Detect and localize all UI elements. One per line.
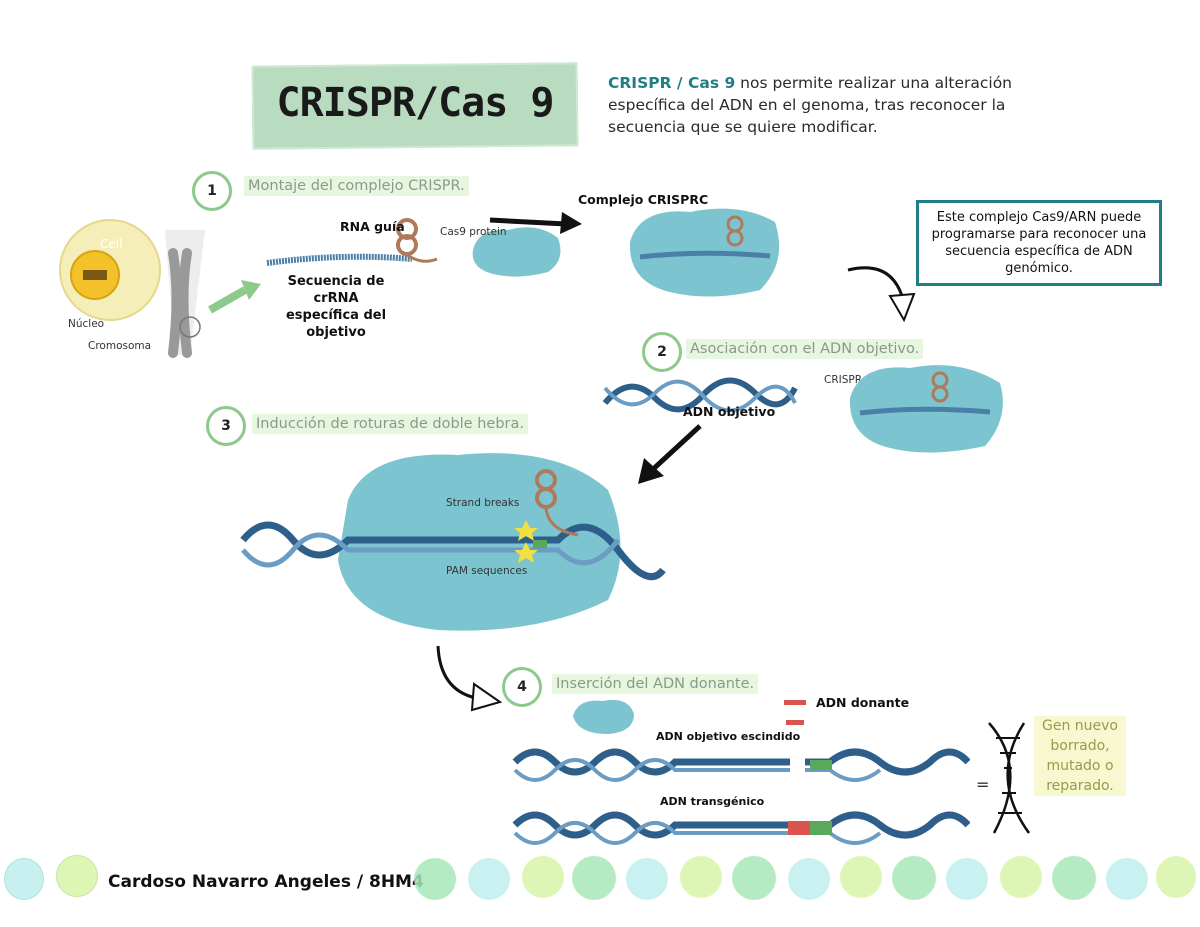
footer-dot bbox=[572, 856, 616, 900]
crispr-complex-illustration bbox=[629, 208, 780, 297]
step-4-label: Inserción del ADN donante. bbox=[552, 674, 759, 694]
intro-paragraph: CRISPR / Cas 9 nos permite realizar una … bbox=[608, 72, 1028, 138]
cas9-protein-illustration bbox=[472, 227, 561, 277]
cell-diagram bbox=[59, 219, 205, 358]
chromosome-shape bbox=[168, 248, 192, 358]
cleaved-dna-illustration bbox=[512, 748, 970, 782]
footer-dot bbox=[732, 856, 776, 900]
guide-sequence-label: Secuencia de crRNA específica del objeti… bbox=[285, 274, 387, 340]
footer-dot bbox=[4, 858, 44, 900]
intro-text: nos permite realizar una alteración espe… bbox=[608, 74, 1013, 136]
small-complex-illustration bbox=[573, 699, 634, 734]
footer-dot bbox=[946, 858, 988, 900]
target-dna-label: ADN objetivo bbox=[683, 404, 776, 419]
intro-highlight: CRISPR / Cas 9 bbox=[608, 74, 736, 92]
footer-dot bbox=[680, 856, 722, 898]
arrow-down-left-icon bbox=[638, 424, 702, 484]
step-3-label: Inducción de roturas de doble hebra. bbox=[252, 414, 528, 434]
footer-dot bbox=[1156, 856, 1196, 898]
footer-dot bbox=[414, 858, 456, 900]
chromosome-cluster bbox=[83, 270, 107, 280]
footer-dot bbox=[788, 858, 830, 900]
cell-label: Cell bbox=[100, 237, 123, 251]
chromosome-label: Cromosoma bbox=[88, 340, 152, 352]
pam-label: PAM sequences bbox=[446, 565, 528, 577]
rna-guide-label: RNA guía bbox=[340, 219, 405, 234]
donor-dna-icon bbox=[784, 700, 806, 725]
footer-dot bbox=[1000, 856, 1042, 898]
footer-dot bbox=[1106, 858, 1148, 900]
equals-sign: = bbox=[976, 775, 990, 794]
green-arrow-icon bbox=[208, 280, 261, 314]
crispr-complex-2-illustration bbox=[849, 365, 1003, 453]
step-1-label: Montaje del complejo CRISPR. bbox=[244, 176, 469, 196]
footer-dot bbox=[626, 858, 668, 900]
footer-dot bbox=[56, 855, 98, 897]
nucleus-label: Núcleo bbox=[68, 318, 105, 330]
strand-break-illustration bbox=[240, 453, 666, 631]
curved-arrow-down-icon bbox=[436, 645, 503, 712]
arrow-right-icon bbox=[489, 212, 582, 234]
step-2-number: 2 bbox=[642, 332, 682, 372]
info-box: Este complejo Cas9/ARN puede programarse… bbox=[916, 200, 1162, 286]
cas9-protein-label: Cas9 protein bbox=[440, 226, 507, 238]
donor-dna-label: ADN donante bbox=[816, 695, 910, 710]
target-dna-illustration bbox=[602, 377, 798, 413]
footer-dot bbox=[522, 856, 564, 898]
step-1-number: 1 bbox=[192, 171, 232, 211]
footer-dot bbox=[1052, 856, 1096, 900]
rna-guide-illustration bbox=[266, 218, 438, 266]
footer-dot bbox=[892, 856, 936, 900]
footer-dot bbox=[840, 856, 882, 898]
gene-note: Gen nuevo borrado, mutado o reparado. bbox=[1034, 716, 1126, 796]
gene-dna-icon bbox=[988, 722, 1031, 834]
page-title: CRISPR/Cas 9 bbox=[276, 80, 555, 126]
footer-dot bbox=[468, 858, 510, 900]
transgenic-dna-label: ADN transgénico bbox=[660, 795, 765, 808]
complex-label: Complejo CRISPRC bbox=[578, 192, 709, 207]
author-name: Cardoso Navarro Angeles / 8HM4 bbox=[108, 872, 424, 892]
strand-breaks-label: Strand breaks bbox=[446, 497, 520, 509]
transgenic-dna-illustration bbox=[512, 811, 970, 845]
cleaved-dna-label: ADN objetivo escindido bbox=[656, 730, 801, 743]
curved-arrow-icon bbox=[847, 266, 916, 323]
step-2-label: Asociación con el ADN objetivo. bbox=[686, 339, 924, 359]
step-3-number: 3 bbox=[206, 406, 246, 446]
step-4-number: 4 bbox=[502, 667, 542, 707]
